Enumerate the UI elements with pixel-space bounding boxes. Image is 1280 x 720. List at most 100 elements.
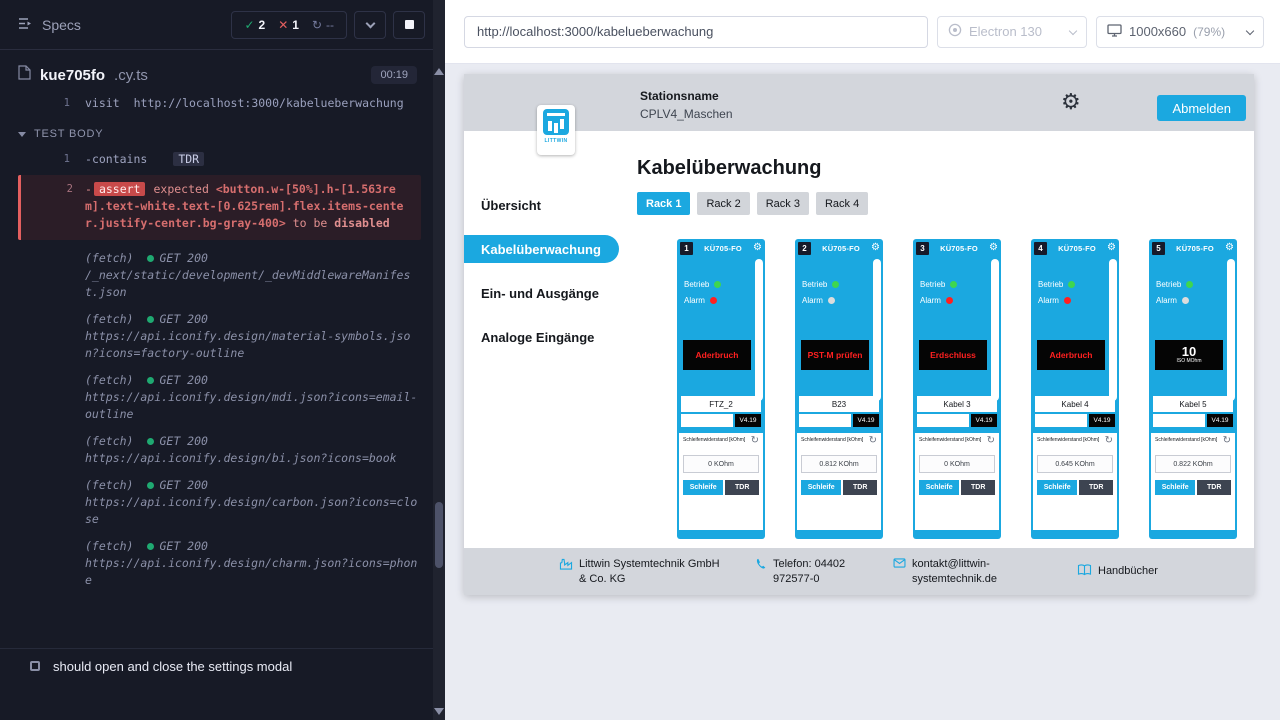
device-card: 2 KÜ705-FO ⚙ Betrieb Alarm PST-M prüfen — [795, 239, 883, 539]
card-scrollbar[interactable] — [873, 259, 881, 401]
test-body-section[interactable]: TEST BODY — [0, 114, 433, 149]
refresh-icon[interactable]: ↻ — [1222, 435, 1231, 446]
schleife-button[interactable]: Schleife — [919, 480, 960, 495]
reporter-scrollbar[interactable] — [433, 0, 445, 720]
cable-name: B23 — [799, 396, 879, 412]
settings-gear-icon[interactable]: ⚙ — [1061, 89, 1081, 114]
refresh-icon[interactable]: ↻ — [868, 435, 877, 446]
contains-argument: TDR — [173, 152, 205, 166]
firmware-version: V4.19 — [1089, 414, 1115, 427]
book-icon — [1077, 564, 1092, 580]
chevron-down-icon — [1068, 26, 1078, 35]
stat-skipped: ↻-- — [311, 17, 334, 32]
alarm-led — [1063, 297, 1071, 304]
chevron-down-icon — [1245, 26, 1255, 35]
tdr-button[interactable]: TDR — [1079, 480, 1113, 495]
tab-rack-3[interactable]: Rack 3 — [756, 192, 809, 215]
schleife-button[interactable]: Schleife — [683, 480, 724, 495]
schleife-button[interactable]: Schleife — [801, 480, 842, 495]
schleife-button[interactable]: Schleife — [1037, 480, 1078, 495]
specs-list-icon — [18, 17, 33, 33]
collapse-button[interactable] — [354, 10, 386, 39]
tdr-button[interactable]: TDR — [961, 480, 995, 495]
loop-resistance-value: 0 KOhm — [683, 455, 759, 473]
chevron-down-icon — [365, 18, 375, 28]
footer-manuals-link[interactable]: Handbücher — [1077, 563, 1158, 580]
tab-rack-4[interactable]: Rack 4 — [815, 192, 869, 215]
scrollbar-thumb[interactable] — [435, 502, 443, 568]
refresh-icon[interactable]: ↻ — [750, 435, 759, 446]
cypress-reporter: Specs ✓2 ✕1 ↻-- kue705fo .cy.ts 00:19 — [0, 0, 433, 720]
logo-icon — [543, 109, 569, 135]
schleife-button[interactable]: Schleife — [1155, 480, 1196, 495]
device-card: 3 KÜ705-FO ⚙ Betrieb Alarm Erdschluss — [913, 239, 1001, 539]
sidebar-item-analoge-eingaenge[interactable]: Analoge Eingänge — [481, 329, 595, 345]
stop-button[interactable] — [393, 10, 425, 39]
tab-rack-1[interactable]: Rack 1 — [637, 192, 691, 215]
refresh-icon[interactable]: ↻ — [1104, 435, 1113, 446]
card-scrollbar[interactable] — [1227, 259, 1235, 401]
alarm-led — [827, 297, 835, 304]
cable-name: Kabel 3 — [917, 396, 997, 412]
test-icon — [30, 661, 40, 671]
station-label: Stationsname — [640, 89, 719, 103]
betrieb-led — [1068, 281, 1076, 288]
logout-button[interactable]: Abmelden — [1157, 95, 1246, 121]
card-number: 4 — [1034, 241, 1047, 255]
firmware-version: V4.19 — [971, 414, 997, 427]
sidebar-item-kabelueberwachung[interactable]: Kabelüberwachung — [464, 235, 619, 263]
next-test-row[interactable]: should open and close the settings modal — [0, 648, 433, 683]
fetch-log-row[interactable]: (fetch)GET 200/_next/static/development/… — [85, 251, 411, 299]
footer-phone: Telefon: 04402 972577-0 — [755, 557, 893, 586]
success-dot — [147, 255, 155, 262]
viewport-select[interactable]: 1000x660 (79%) — [1096, 15, 1264, 48]
tdr-button[interactable]: TDR — [725, 480, 759, 495]
card-gear-icon[interactable]: ⚙ — [1225, 242, 1234, 253]
refresh-icon[interactable]: ↻ — [986, 435, 995, 446]
card-gear-icon[interactable]: ⚙ — [989, 242, 998, 253]
card-scrollbar[interactable] — [991, 259, 999, 401]
sidebar-item-ein-und-ausgaenge[interactable]: Ein- und Ausgänge — [481, 285, 599, 301]
betrieb-led — [714, 281, 722, 288]
loop-resistance-value: 0.645 KOhm — [1037, 455, 1113, 473]
tdr-button[interactable]: TDR — [843, 480, 877, 495]
card-model: KÜ705-FO — [704, 243, 742, 253]
measurement-panel: Schleifenwiderstand [kOhm]↻ 0 KOhm Schle… — [679, 433, 763, 530]
card-model: KÜ705-FO — [1176, 243, 1214, 253]
status-box: 10 ISO MOhm — [1155, 340, 1223, 370]
test-stats: ✓2 ✕1 ↻-- — [231, 10, 347, 39]
tab-rack-2[interactable]: Rack 2 — [697, 192, 750, 215]
card-scrollbar[interactable] — [1109, 259, 1117, 401]
card-gear-icon[interactable]: ⚙ — [1107, 242, 1116, 253]
station-info: Stationsname CPLV4_Maschen — [640, 89, 733, 121]
document-icon — [18, 65, 31, 85]
success-dot — [147, 543, 155, 550]
alarm-led — [709, 297, 717, 304]
page-title: Kabelüberwachung — [637, 157, 822, 179]
card-gear-icon[interactable]: ⚙ — [753, 242, 762, 253]
refresh-icon: ↻ — [311, 17, 322, 32]
firmware-version: V4.19 — [1207, 414, 1233, 427]
scroll-down-arrow[interactable] — [434, 708, 444, 715]
spec-extension: .cy.ts — [114, 66, 148, 84]
specs-toggle[interactable]: Specs — [18, 17, 81, 33]
stat-failed: ✕1 — [278, 17, 299, 32]
url-bar[interactable] — [464, 15, 928, 48]
card-number: 5 — [1152, 241, 1165, 255]
tdr-button[interactable]: TDR — [1197, 480, 1231, 495]
card-scrollbar[interactable] — [755, 259, 763, 401]
browser-select[interactable]: Electron 130 — [937, 15, 1087, 48]
scroll-up-arrow[interactable] — [434, 68, 444, 75]
card-gear-icon[interactable]: ⚙ — [871, 242, 880, 253]
sidebar-item-uebersicht[interactable]: Übersicht — [481, 197, 541, 213]
app-body: Übersicht Kabelüberwachung Ein- und Ausg… — [464, 131, 1254, 548]
